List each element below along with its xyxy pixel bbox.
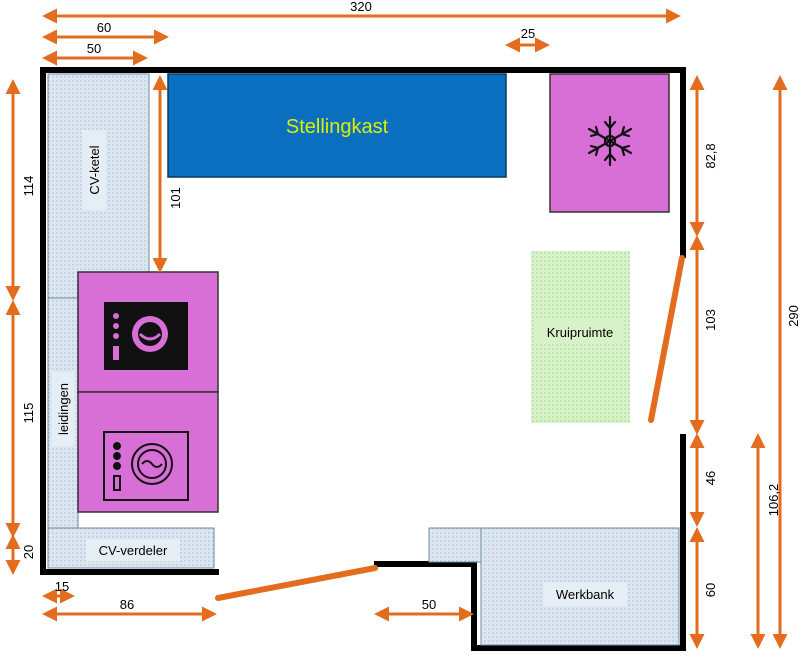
dim-label-20: 20 [21, 545, 36, 559]
dim-label-86: 86 [120, 597, 134, 612]
werkbank-label-bg [543, 582, 627, 606]
dim-label-115: 115 [21, 403, 36, 424]
dim-label-114: 114 [21, 176, 36, 197]
werkbank-label: Werkbank [556, 587, 615, 602]
cv-verdeler-label-bg [86, 539, 180, 561]
dim-label-60-right: 60 [703, 583, 718, 597]
dim-label-46: 46 [703, 471, 718, 485]
stellingkast [167, 73, 507, 178]
dim-label-101: 101 [168, 187, 183, 209]
cv-verdeler-label: CV-verdeler [99, 543, 168, 558]
dryer-icon [104, 302, 188, 370]
door-bottom[interactable] [215, 565, 378, 601]
cv-ketel-label-bg [82, 130, 106, 210]
dim-label-15: 15 [55, 579, 69, 594]
dim-label-320: 320 [350, 0, 372, 14]
dim-label-50: 50 [87, 41, 101, 56]
dim-label-25: 25 [521, 26, 535, 41]
washer-cabinet [77, 391, 219, 513]
dim-label-82-8: 82,8 [703, 143, 718, 168]
washing-machine-icon [103, 431, 189, 501]
dim-label-60: 60 [97, 20, 111, 35]
kruipruimte-label: Kruipruimte [547, 325, 613, 340]
dim-label-290: 290 [786, 305, 800, 327]
stellingkast-label: Stellingkast [286, 116, 389, 138]
dim-label-106-2: 106,2 [766, 484, 781, 517]
dim-label-103: 103 [703, 309, 718, 331]
leidingen-label: leidingen [56, 383, 71, 435]
walls [40, 67, 686, 651]
cv-ketel-label: CV-ketel [87, 145, 102, 194]
kruipruimte-label-bg [536, 320, 624, 344]
dim-label-50-bottom: 50 [422, 597, 436, 612]
werkbank-small-area [428, 527, 482, 563]
door-right[interactable] [648, 255, 685, 423]
leidingen-label-bg [52, 372, 74, 446]
snowflake-icon [587, 115, 633, 167]
